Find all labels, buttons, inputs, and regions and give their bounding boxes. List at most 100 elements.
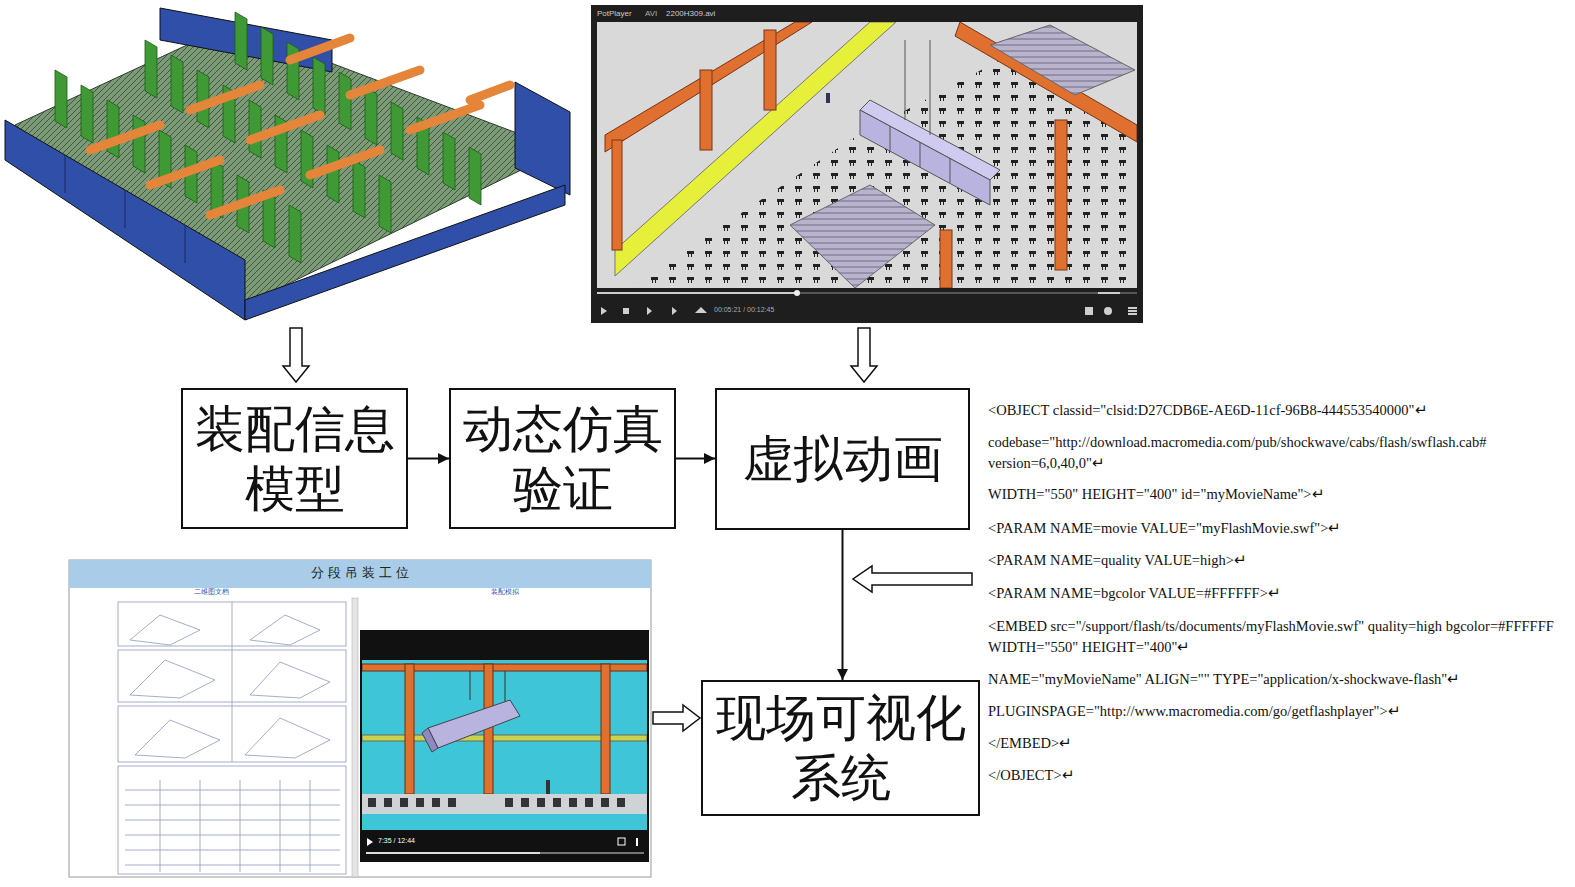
illustration-part: [851, 328, 877, 382]
illustration-part: [410, 105, 480, 130]
process-box: 现场可视化系统: [701, 680, 980, 816]
illustration-part: [327, 145, 339, 203]
illustration-part: [210, 190, 280, 215]
illustration-part: [118, 766, 346, 874]
file-type: AVI: [645, 9, 665, 19]
illustration-part: [647, 307, 652, 315]
illustration-part: [71, 588, 352, 598]
illustration-part: [250, 115, 320, 140]
illustration-part: [1085, 307, 1093, 315]
illustration-part: [601, 664, 610, 794]
illustration-part: [350, 70, 420, 95]
illustration-part: [601, 307, 607, 315]
player-name: PotPlayer: [597, 9, 647, 19]
illustration-part: [1055, 120, 1067, 270]
illustration-part: [617, 798, 625, 807]
illustration-part: [1128, 313, 1137, 315]
code-line: NAME="myMovieName" ALIGN="" TYPE="applic…: [988, 669, 1568, 690]
illustration-part: [65, 155, 66, 193]
illustration-part: [125, 805, 340, 806]
illustration-part: [125, 190, 126, 228]
illustration-part: [107, 100, 119, 158]
box-text: 现场可视化系统: [711, 688, 970, 808]
illustration-part: [362, 664, 647, 814]
illustration-part: [794, 290, 800, 296]
illustration-part: [69, 560, 651, 877]
illustration-part: [280, 780, 281, 872]
illustration-part: [553, 798, 561, 807]
illustration-part: [618, 838, 625, 845]
illustration-part: [605, 22, 812, 152]
illustration-part: [443, 132, 455, 190]
pipes: [90, 38, 510, 215]
illustration-part: [130, 660, 215, 698]
illustration-part: [940, 230, 952, 288]
illustration-part: [591, 5, 1143, 323]
illustration-part: [400, 798, 408, 807]
illustration-part: [125, 850, 340, 851]
code-line: </OBJECT>↵: [988, 765, 1568, 786]
illustration-part: [537, 798, 545, 807]
illustration-part: [250, 615, 320, 645]
illustration-part: [5, 120, 245, 320]
illustration-part: [171, 55, 183, 113]
illustration-part: [160, 8, 332, 72]
illustration-part: [1128, 307, 1137, 309]
illustration-part: [367, 838, 373, 846]
illustration-part: [950, 158, 951, 183]
illustration-part: [287, 42, 299, 100]
illustration-part: [90, 125, 160, 150]
illustration-part: [405, 664, 414, 794]
play-time: 00:05:21 / 00:12:45: [714, 306, 814, 314]
illustration-part: [636, 838, 638, 846]
illustration-part: [695, 307, 707, 313]
flow-arrow: [676, 458, 715, 460]
illustration-part: [125, 820, 340, 821]
code-line: PLUGINSPAGE="http://www.macromedia.com/g…: [988, 701, 1568, 722]
illustration-part: [612, 140, 622, 250]
illustration-part: [597, 292, 797, 294]
illustration-part: [190, 85, 260, 110]
illustration-part: [245, 718, 330, 758]
illustration-part: [55, 70, 67, 128]
illustration-part: [384, 798, 392, 807]
illustration-part: [15, 25, 562, 305]
illustration-part: [352, 598, 358, 877]
illustration-part: [601, 798, 609, 807]
illustration-part: [379, 175, 391, 233]
illustration-part: [261, 27, 273, 85]
illustration-part: [283, 328, 309, 382]
illustration-part: [133, 115, 145, 173]
illustration-part: [240, 780, 241, 872]
illustration-part: [232, 602, 233, 762]
illustration-part: [623, 308, 629, 314]
illustration-part: [125, 790, 340, 791]
illustration-part: [290, 38, 350, 60]
illustration-part: [890, 126, 891, 151]
illustration-part: [597, 292, 1137, 294]
illustration-part: [605, 22, 1137, 288]
illustration-part: [990, 25, 1135, 95]
illustration-part: [700, 70, 712, 150]
video-player-screenshot: [591, 5, 1143, 323]
flow-arrow: [408, 458, 449, 460]
illustration-part: [585, 798, 593, 807]
file-name: 2200H309.avi: [666, 9, 756, 19]
flow-arrow: [842, 530, 844, 680]
process-box: 虚拟动画: [715, 388, 970, 530]
illustration-part: [362, 794, 647, 814]
illustration-part: [422, 728, 438, 752]
illustration-part: [145, 40, 157, 98]
play-time: 7:35 / 12:44: [378, 837, 458, 845]
code-line: <PARAM NAME=quality VALUE=high>↵: [988, 550, 1568, 571]
illustration-part: [289, 205, 301, 263]
box-text: 虚拟动画: [743, 429, 943, 489]
code-line: <EMBED src="/support/flash/ts/documents/…: [988, 616, 1568, 658]
illustration-part: [360, 630, 649, 862]
illustration-part: [930, 40, 931, 135]
illustration-part: [1128, 310, 1137, 312]
illustration-part: [365, 87, 377, 145]
illustration-part: [339, 72, 351, 130]
illustration-part: [125, 865, 340, 866]
illustration-part: [505, 671, 506, 706]
